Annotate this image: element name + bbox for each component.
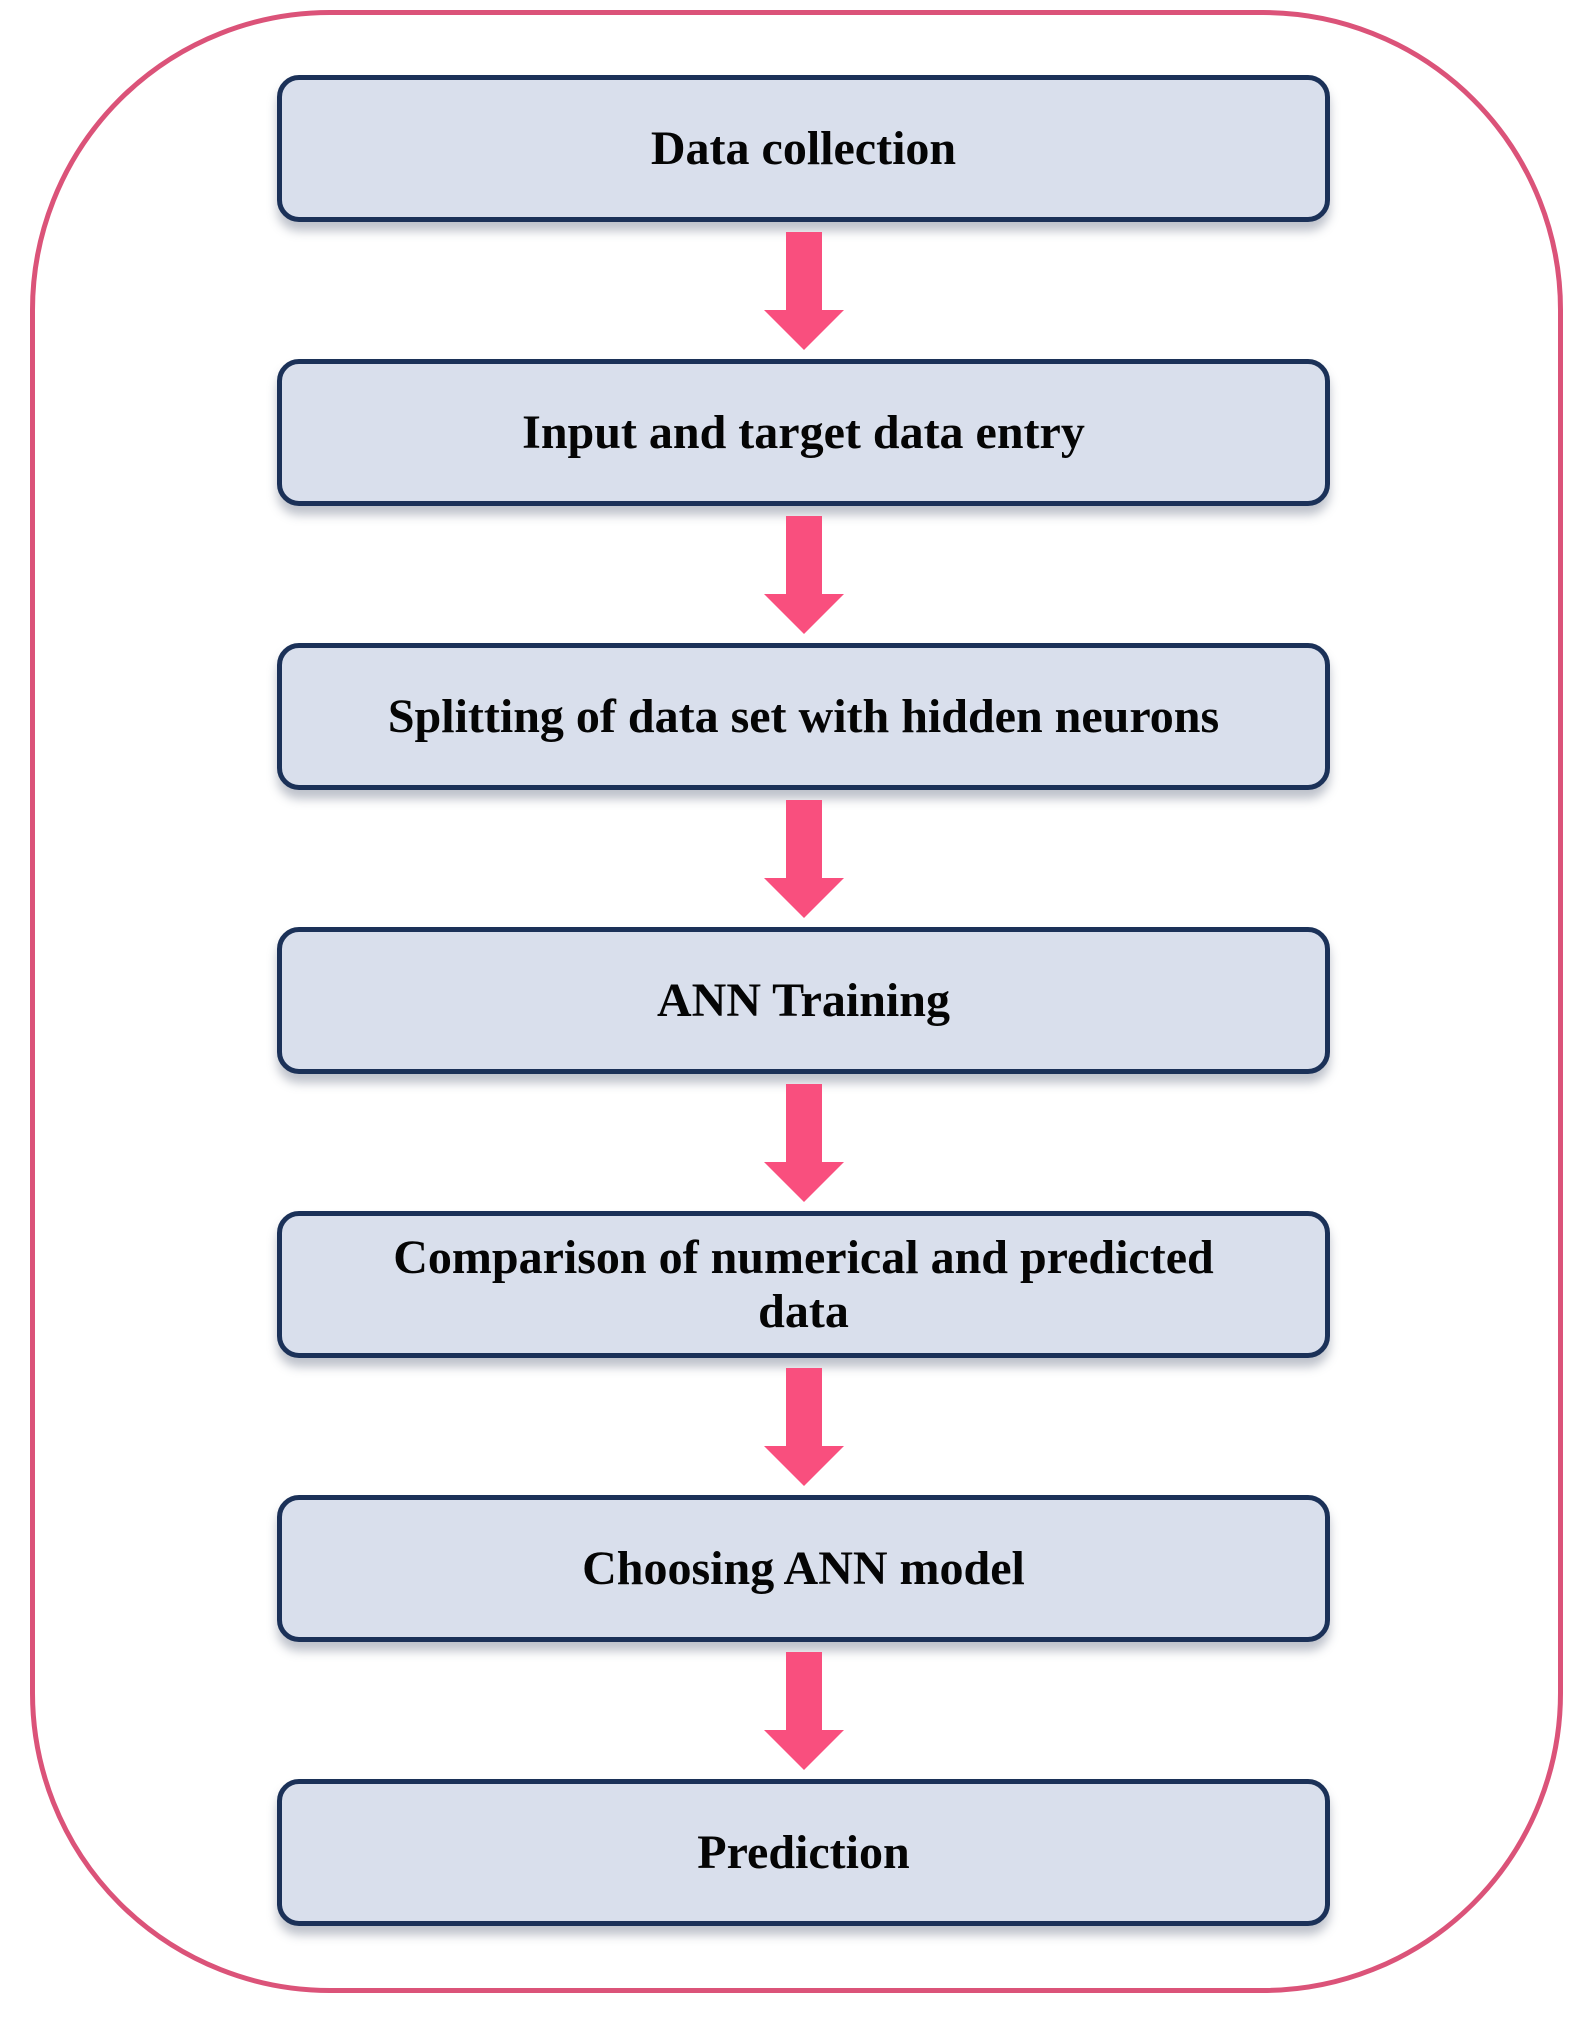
arrow-down-icon — [763, 799, 844, 918]
step-label: ANN Training — [657, 973, 950, 1027]
arrow-down-icon — [763, 1367, 844, 1486]
arrow-head — [763, 309, 844, 350]
step-comparison-numerical-predicted: Comparison of numerical and predicted da… — [277, 1211, 1330, 1358]
step-prediction: Prediction — [277, 1779, 1330, 1926]
step-ann-training: ANN Training — [277, 927, 1330, 1074]
step-label: Data collection — [650, 121, 957, 175]
arrow-shaft — [785, 1651, 822, 1730]
step-splitting-data-set: Splitting of data set with hidden neuron… — [277, 643, 1330, 790]
arrow-head — [763, 593, 844, 634]
arrow-shaft — [785, 1083, 822, 1162]
connector-3 — [277, 790, 1330, 927]
step-choosing-ann-model: Choosing ANN model — [277, 1495, 1330, 1642]
step-data-collection: Data collection — [277, 75, 1330, 222]
arrow-shaft — [785, 515, 822, 594]
step-label: Prediction — [697, 1825, 910, 1879]
arrow-down-icon — [763, 231, 844, 350]
arrow-shaft — [785, 799, 822, 878]
connector-1 — [277, 222, 1330, 359]
connector-5 — [277, 1358, 1330, 1495]
flowchart-column: Data collection Input and target data en… — [277, 75, 1330, 1926]
arrow-shaft — [785, 1367, 822, 1446]
connector-2 — [277, 506, 1330, 643]
arrow-head — [763, 1729, 844, 1770]
arrow-shaft — [785, 231, 822, 310]
step-label: Comparison of numerical and predicted da… — [393, 1230, 1214, 1338]
arrow-down-icon — [763, 1651, 844, 1770]
step-label: Input and target data entry — [522, 405, 1085, 459]
connector-4 — [277, 1074, 1330, 1211]
arrow-head — [763, 1161, 844, 1202]
step-label: Splitting of data set with hidden neuron… — [387, 689, 1220, 743]
arrow-head — [763, 1445, 844, 1486]
connector-6 — [277, 1642, 1330, 1779]
step-input-target-data-entry: Input and target data entry — [277, 359, 1330, 506]
arrow-down-icon — [763, 515, 844, 634]
arrow-down-icon — [763, 1083, 844, 1202]
arrow-head — [763, 877, 844, 918]
outer-rounded-frame — [30, 10, 1563, 1993]
step-label: Choosing ANN model — [582, 1541, 1025, 1595]
